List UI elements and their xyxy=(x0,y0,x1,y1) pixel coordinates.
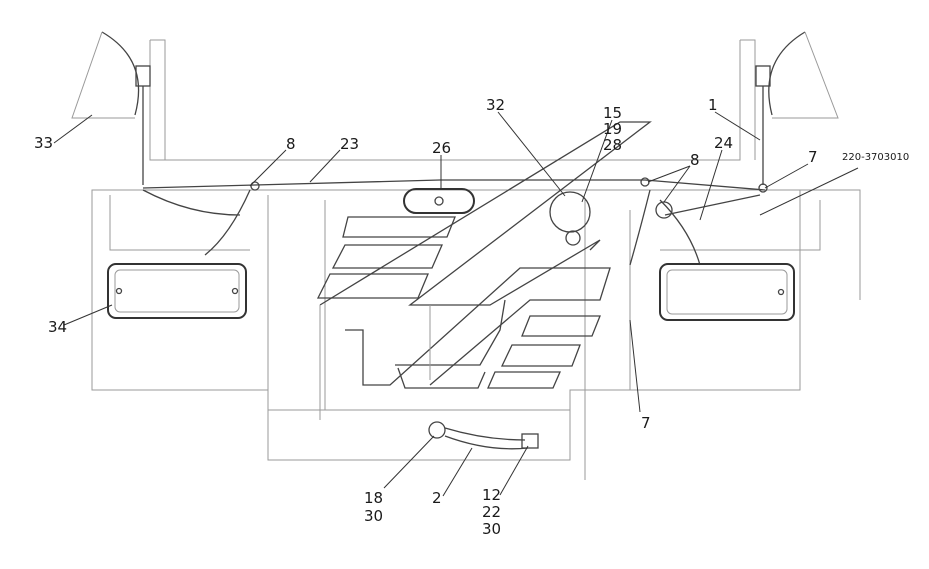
callout-1: 1 xyxy=(708,96,718,114)
callout-18: 18 xyxy=(364,489,383,507)
right-mirror xyxy=(755,31,839,185)
left-mirror xyxy=(71,31,151,185)
callouts: 33 8 23 26 32 15 19 28 1 8 24 7 220-3703… xyxy=(34,96,909,538)
part-code: 220-3703010 xyxy=(842,152,909,163)
callout-34: 34 xyxy=(48,318,67,336)
plate-lamp xyxy=(403,188,475,214)
callout-12: 12 xyxy=(482,486,501,504)
top-harness xyxy=(142,177,768,266)
round-sensor xyxy=(549,191,591,246)
callout-30-right: 30 xyxy=(482,520,501,538)
callout-28: 28 xyxy=(603,136,622,154)
callout-7-bottom: 7 xyxy=(641,414,651,432)
callout-24: 24 xyxy=(714,134,733,152)
decal-panel xyxy=(316,121,652,420)
callout-15: 15 xyxy=(603,104,622,122)
callout-30-left: 30 xyxy=(364,507,383,525)
callout-2: 2 xyxy=(432,489,442,507)
right-lamp xyxy=(659,263,795,321)
callout-33: 33 xyxy=(34,134,53,152)
left-lamp xyxy=(107,263,247,319)
callout-8-right: 8 xyxy=(690,151,700,169)
cab-outline xyxy=(91,39,861,480)
leader-lines xyxy=(53,111,859,497)
callout-19: 19 xyxy=(603,120,622,138)
callout-8-left: 8 xyxy=(286,135,296,153)
grab-handle xyxy=(428,421,539,450)
callout-23: 23 xyxy=(340,135,359,153)
callout-22: 22 xyxy=(482,503,501,521)
callout-26: 26 xyxy=(432,139,451,157)
callout-32: 32 xyxy=(486,96,505,114)
callout-7-top: 7 xyxy=(808,148,818,166)
